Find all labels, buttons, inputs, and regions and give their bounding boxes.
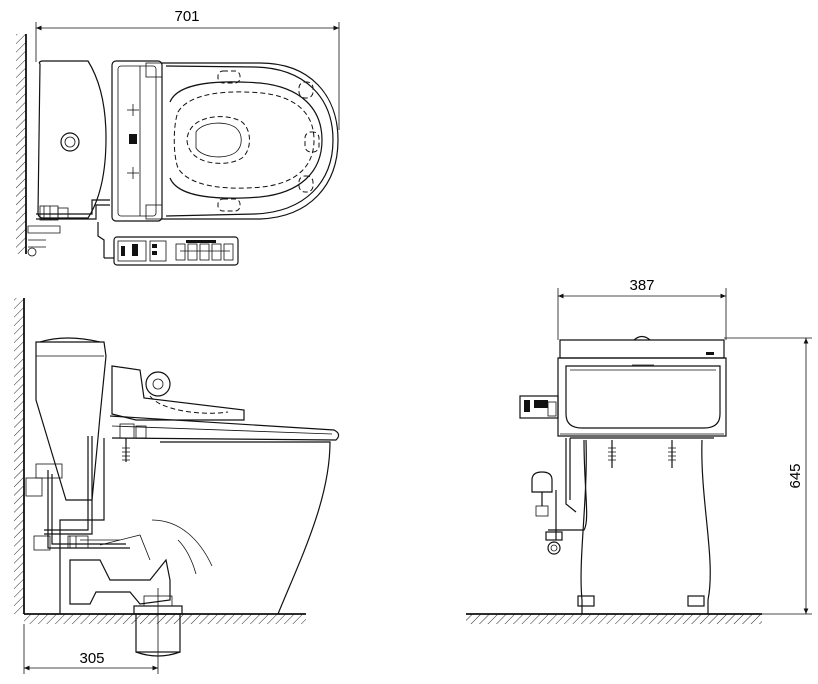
top-length-label: 701	[174, 8, 199, 25]
side-seat-lid	[111, 365, 245, 421]
front-lid	[565, 365, 721, 429]
remote-control	[113, 236, 239, 266]
side-rough-in-dimension: 305	[23, 624, 159, 674]
top-base-symbols	[127, 104, 139, 179]
side-view: 305	[14, 298, 340, 674]
top-seat-base	[111, 60, 163, 222]
top-bowl-outline	[162, 62, 339, 220]
front-floor-hatch	[466, 614, 762, 624]
side-wall-hatch	[14, 298, 24, 614]
top-supply-hose	[27, 199, 114, 259]
top-bowl-dashed	[173, 91, 315, 189]
front-bowl-left	[580, 439, 587, 601]
side-trap	[69, 558, 171, 605]
top-wall-hatch	[16, 34, 26, 254]
side-bolts	[119, 423, 147, 462]
front-supply-valve	[531, 438, 588, 555]
top-water-spot	[186, 116, 250, 164]
side-hinge	[145, 371, 171, 397]
top-dashed-pads	[217, 70, 320, 212]
front-height-label: 645	[787, 463, 804, 488]
side-supply-lines	[25, 436, 130, 551]
front-side-module	[519, 395, 559, 419]
front-tank-lid	[559, 339, 725, 359]
front-bowl-right	[701, 439, 711, 601]
side-flange	[133, 588, 183, 660]
front-width-label: 387	[629, 277, 654, 294]
side-tank	[35, 341, 107, 501]
front-view: 387 645	[466, 277, 812, 624]
side-floor-hatch	[24, 614, 306, 624]
front-height-dimension: 645	[724, 337, 812, 615]
front-width-dimension: 387	[557, 277, 727, 340]
top-tank	[37, 60, 107, 219]
top-seat-ring	[169, 81, 323, 199]
front-bolts	[608, 440, 676, 468]
side-bowl	[160, 441, 331, 615]
top-view: 701	[16, 8, 340, 266]
flush-button	[60, 132, 80, 152]
side-rough-in-label: 305	[79, 650, 104, 667]
top-length-dimension: 701	[35, 8, 340, 130]
